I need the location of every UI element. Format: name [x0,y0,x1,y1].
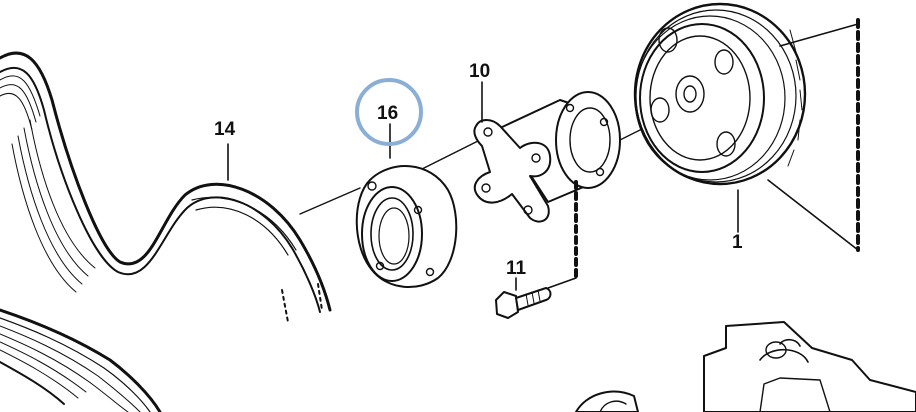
callout-leaders [227,81,739,291]
callout-1: 1 [732,232,743,253]
highlight-circle [355,78,423,146]
callout-14: 14 [214,119,236,140]
assembly-leader-lines [547,18,860,289]
spacer-ring [355,165,458,289]
drive-belt [0,51,361,412]
callout-10: 10 [469,61,490,82]
callout-11: 11 [506,258,527,279]
crankshaft-pulley [633,2,807,186]
bolt [495,287,552,319]
engine-block-housing [575,321,916,412]
hub-adapter [473,91,621,223]
callout-16: 16 [377,103,398,124]
